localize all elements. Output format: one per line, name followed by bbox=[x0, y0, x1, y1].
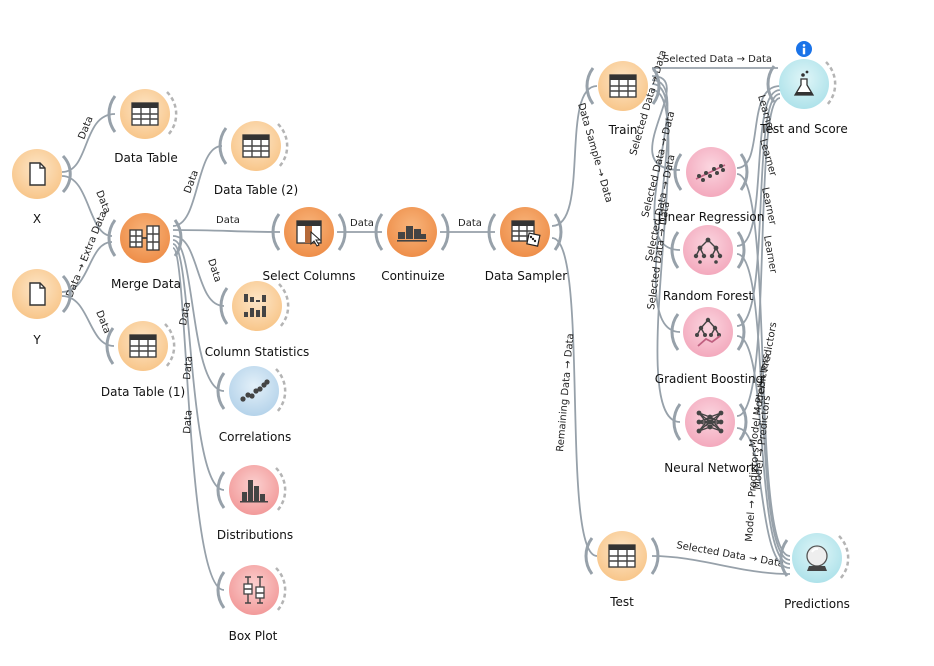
regression-icon bbox=[695, 164, 726, 182]
link-train-rf[interactable] bbox=[651, 79, 681, 251]
boxplot-icon bbox=[243, 576, 265, 604]
link-nn-testscore[interactable] bbox=[736, 97, 781, 417]
link-merge-datatable2[interactable] bbox=[172, 145, 223, 227]
link-label-merge-boxplot: Data bbox=[182, 410, 195, 435]
node-label-data-table: Data Table bbox=[114, 151, 178, 165]
node-distributions[interactable]: Distributions bbox=[216, 465, 293, 542]
crystal-ball-icon bbox=[806, 545, 828, 571]
node-data-sampler[interactable]: Data Sampler bbox=[485, 207, 567, 283]
link-label-test-predictions: Selected Data → Data bbox=[675, 540, 784, 570]
node-label-test: Test bbox=[609, 595, 634, 609]
boosting-icon bbox=[695, 317, 721, 347]
link-label-train-testscore: Selected Data → Data bbox=[663, 54, 772, 65]
link-train-gb[interactable] bbox=[651, 83, 681, 333]
node-predictions[interactable]: Predictions bbox=[779, 533, 850, 611]
node-label-train: Train bbox=[608, 123, 638, 137]
file-icon bbox=[29, 282, 46, 306]
continuize-icon bbox=[397, 226, 427, 242]
link-label-nn-testscore: Learner bbox=[761, 235, 779, 275]
node-label-distributions: Distributions bbox=[217, 528, 293, 542]
info-icon[interactable] bbox=[796, 41, 812, 57]
link-train-nn[interactable] bbox=[651, 89, 681, 423]
link-label-sampler-train: Data Sample → Data bbox=[575, 102, 614, 204]
file-icon bbox=[29, 162, 46, 186]
link-merge-distributions[interactable] bbox=[172, 243, 225, 491]
tree-icon bbox=[693, 237, 723, 264]
node-linear-regression[interactable]: Linear Regression bbox=[658, 147, 765, 224]
node-column-statistics[interactable]: Column Statistics bbox=[205, 281, 310, 359]
sampler-icon bbox=[511, 220, 541, 247]
node-label-gradient-boosting: Gradient Boosting bbox=[655, 372, 763, 386]
node-data-table-1[interactable]: Data Table (1) bbox=[101, 321, 185, 399]
node-label-continuize: Continuize bbox=[381, 269, 445, 283]
link-label-merge-selectcols: Data bbox=[216, 215, 240, 226]
node-select-columns[interactable]: Select Columns bbox=[262, 207, 356, 283]
table-icon bbox=[608, 544, 636, 568]
link-label-merge-distributions: Data bbox=[182, 356, 195, 381]
link-rf-predictions[interactable] bbox=[736, 253, 791, 561]
node-label-neural-network: Neural Network bbox=[664, 461, 758, 475]
link-label-y-merge: Data → Extra Data bbox=[65, 210, 110, 299]
link-label-continuize-sampler: Data bbox=[458, 218, 482, 229]
node-correlations[interactable]: Correlations bbox=[216, 366, 291, 444]
node-data-table-2[interactable]: Data Table (2) bbox=[214, 121, 298, 197]
node-neural-network[interactable]: Neural Network bbox=[664, 397, 758, 475]
link-label-select-continuize: Data bbox=[350, 218, 374, 229]
node-box-plot[interactable]: Box Plot bbox=[216, 565, 287, 643]
flask-icon bbox=[793, 70, 815, 96]
node-label-x: X bbox=[33, 212, 41, 226]
link-label-merge-colstats: Data bbox=[205, 258, 223, 284]
link-nn-predictions[interactable] bbox=[736, 427, 791, 569]
node-test[interactable]: Test bbox=[584, 531, 660, 609]
node-gradient-boosting[interactable]: Gradient Boosting bbox=[655, 307, 763, 386]
node-label-column-statistics: Column Statistics bbox=[205, 345, 310, 359]
link-merge-selectcols[interactable] bbox=[172, 229, 281, 233]
link-gb-testscore[interactable] bbox=[736, 93, 781, 327]
table-icon bbox=[242, 134, 270, 158]
links-layer bbox=[61, 67, 791, 591]
link-label-merge-correlations: Data bbox=[178, 301, 193, 326]
table-icon bbox=[609, 74, 637, 98]
node-label-linear-regression: Linear Regression bbox=[658, 210, 765, 224]
link-sampler-test[interactable] bbox=[551, 237, 598, 557]
node-train[interactable]: Train bbox=[585, 61, 661, 137]
histogram-icon bbox=[240, 480, 268, 503]
node-continuize[interactable]: Continuize bbox=[374, 207, 450, 283]
network-icon bbox=[696, 410, 724, 434]
node-label-merge-data: Merge Data bbox=[111, 277, 181, 291]
link-train-lr[interactable] bbox=[651, 75, 681, 171]
link-gb-predictions[interactable] bbox=[736, 335, 791, 565]
node-random-forest[interactable]: Random Forest bbox=[663, 225, 754, 303]
link-lr-predictions[interactable] bbox=[736, 173, 791, 557]
scatter-icon bbox=[240, 379, 270, 402]
node-label-test-and-score: Test and Score bbox=[759, 122, 847, 136]
link-label-sampler-test: Remaining Data → Data bbox=[555, 333, 576, 452]
link-merge-boxplot[interactable] bbox=[172, 247, 225, 591]
node-y[interactable]: Y bbox=[12, 269, 72, 347]
select-columns-icon bbox=[296, 220, 322, 247]
node-label-correlations: Correlations bbox=[219, 430, 291, 444]
node-x[interactable]: X bbox=[12, 149, 72, 226]
table-icon bbox=[129, 334, 157, 358]
node-test-and-score[interactable]: Test and Score bbox=[759, 59, 848, 136]
node-label-predictions: Predictions bbox=[784, 597, 850, 611]
node-label-box-plot: Box Plot bbox=[229, 629, 278, 643]
node-label-data-table-1: Data Table (1) bbox=[101, 385, 185, 399]
node-label-data-sampler: Data Sampler bbox=[485, 269, 567, 283]
node-label-data-table-2: Data Table (2) bbox=[214, 183, 298, 197]
table-icon bbox=[131, 102, 159, 126]
link-test-predictions[interactable] bbox=[651, 555, 791, 575]
column-stats-icon bbox=[244, 294, 266, 317]
merge-icon bbox=[129, 225, 160, 251]
node-label-y: Y bbox=[32, 333, 41, 347]
node-merge-data[interactable]: Merge Data bbox=[107, 213, 183, 291]
node-label-random-forest: Random Forest bbox=[663, 289, 754, 303]
node-data-table[interactable]: Data Table bbox=[107, 89, 178, 165]
node-label-select-columns: Select Columns bbox=[262, 269, 355, 283]
